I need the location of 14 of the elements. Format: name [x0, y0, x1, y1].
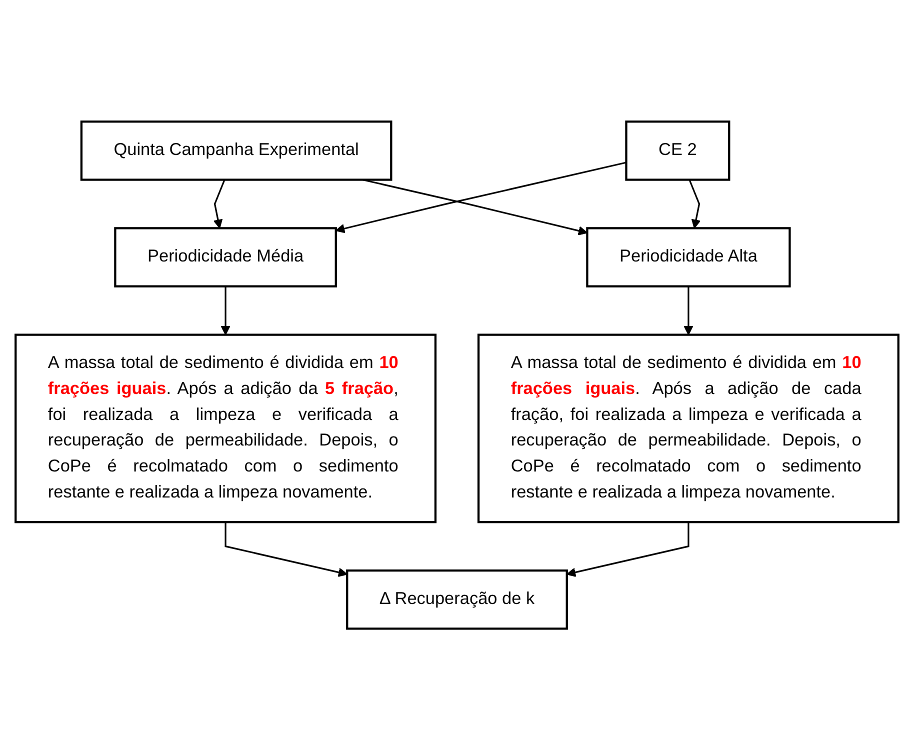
- node-box: A massa total de sedimento é dividida em 10 frações iguais. Após a adição de cada fração, foi realizada a limpeza e verificada a recuperação de permeabilidade. Depois, o CoPe é recolmatado com o sedimento restante e realizada a limpeza novamente.: [477, 334, 900, 524]
- arrow: [335, 162, 626, 234]
- node-box: Quinta Campanha Experimental: [80, 120, 392, 182]
- node-box: A massa total de sedimento é dividida em 10 frações iguais. Após a adição da 5 fração, foi realizada a limpeza e verificada a recuperação de permeabilidade. Depois, o CoPe é recolmatado com o sedimento restante e realizada a limpeza novamente.: [14, 334, 437, 524]
- arrow: [684, 286, 694, 336]
- arrow: [220, 286, 230, 336]
- arrow: [688, 180, 701, 229]
- arrow: [566, 522, 690, 578]
- node-box: Δ Recuperação de k: [346, 570, 568, 630]
- node-box: Periodicidade Média: [114, 227, 337, 288]
- arrow: [224, 522, 348, 578]
- arrow: [213, 180, 226, 229]
- node-box: Periodicidade Alta: [586, 227, 791, 288]
- node-box: CE 2: [625, 120, 730, 182]
